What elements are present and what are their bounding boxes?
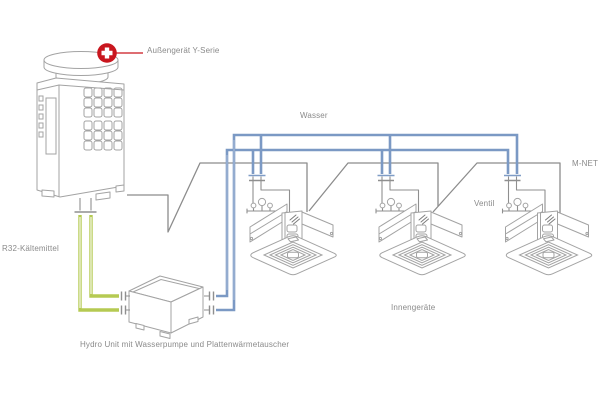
hydro-unit-drawing <box>120 275 215 339</box>
mnet-cable <box>127 162 561 233</box>
mnet-label: M-NET <box>572 159 599 168</box>
indoor-units-label: Innengeräte <box>391 303 436 312</box>
water-pipes <box>216 133 519 312</box>
louver-grid <box>83 87 123 151</box>
refrigerant-label: R32-Kältemittel <box>2 244 59 253</box>
hydro-unit-label: Hydro Unit mit Wasserpumpe und Plattenwä… <box>80 340 290 349</box>
plus-icon <box>101 47 113 59</box>
outdoor-unit-drawing <box>36 51 125 201</box>
outdoor-unit-marker <box>97 43 143 63</box>
indoor-unit-3 <box>501 174 593 276</box>
refrigerant-pipes <box>74 198 119 312</box>
water-label: Wasser <box>300 111 328 120</box>
valve-label: Ventil <box>474 199 495 208</box>
indoor-unit-1 <box>246 174 338 276</box>
outdoor-unit-label: Außengerät Y-Serie <box>147 46 220 55</box>
